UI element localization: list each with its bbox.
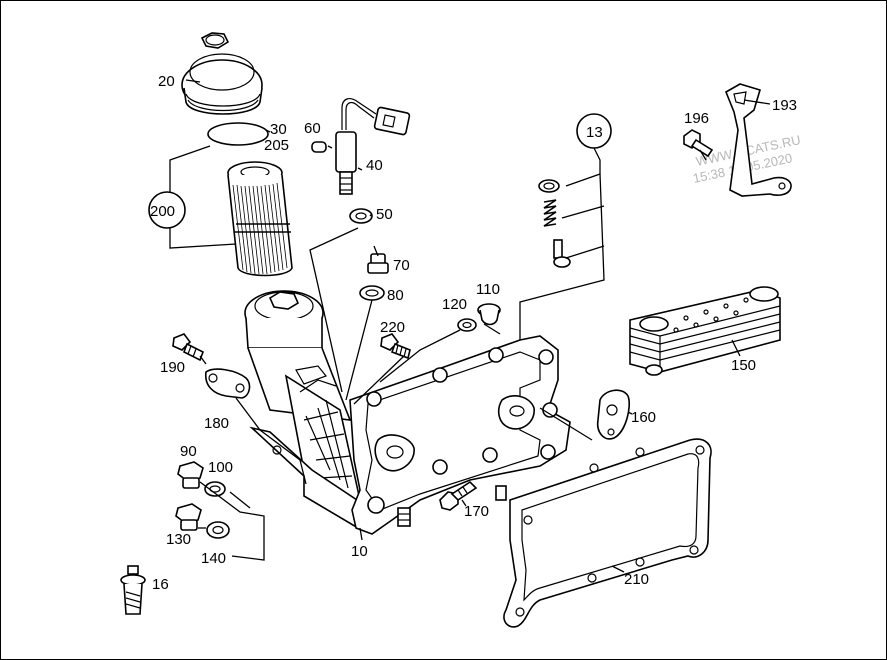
label-10[interactable]: 10 xyxy=(351,543,368,560)
part-205-filter-element[interactable] xyxy=(227,161,293,277)
label-40[interactable]: 40 xyxy=(366,157,383,174)
part-190-bolt[interactable] xyxy=(172,333,205,362)
label-200[interactable]: 200 xyxy=(150,203,175,220)
part-16-valve[interactable] xyxy=(120,565,146,615)
label-205[interactable]: 205 xyxy=(264,137,289,154)
part-90-plug[interactable] xyxy=(177,461,204,489)
part-130-plug[interactable] xyxy=(175,503,202,531)
part-30-o-ring[interactable] xyxy=(207,122,269,146)
label-170[interactable]: 170 xyxy=(464,503,489,520)
label-140[interactable]: 140 xyxy=(201,550,226,567)
part-20-filter-cap[interactable] xyxy=(181,32,263,115)
part-140-seal[interactable] xyxy=(206,521,230,539)
label-60[interactable]: 60 xyxy=(304,120,321,137)
label-70[interactable]: 70 xyxy=(393,257,410,274)
part-150-oil-cooler[interactable] xyxy=(629,286,781,376)
part-labels: 20 30 205 200 60 40 50 70 80 110 120 220… xyxy=(150,73,797,593)
label-130[interactable]: 130 xyxy=(166,531,191,548)
label-210[interactable]: 210 xyxy=(624,571,649,588)
part-193-bracket[interactable] xyxy=(724,83,792,197)
label-160[interactable]: 160 xyxy=(631,409,656,426)
part-120-washer[interactable] xyxy=(457,318,477,332)
part-220-bolt[interactable] xyxy=(380,333,411,360)
label-50[interactable]: 50 xyxy=(376,206,393,223)
part-170-bolt[interactable] xyxy=(439,480,478,511)
part-60-pin[interactable] xyxy=(311,141,327,153)
label-193[interactable]: 193 xyxy=(772,97,797,114)
label-30[interactable]: 30 xyxy=(270,121,287,138)
label-180[interactable]: 180 xyxy=(204,415,229,432)
part-196-bolt[interactable] xyxy=(683,129,714,158)
filter-pleats xyxy=(232,182,288,275)
part-180-gasket[interactable] xyxy=(204,368,251,399)
part-210-gasket[interactable] xyxy=(503,438,712,628)
label-100[interactable]: 100 xyxy=(208,459,233,476)
part-70-plug[interactable] xyxy=(367,253,389,274)
label-80[interactable]: 80 xyxy=(387,287,404,304)
label-20[interactable]: 20 xyxy=(158,73,175,90)
part-13-relief-valve-set[interactable] xyxy=(538,179,571,268)
part-110-plug[interactable] xyxy=(477,303,501,326)
part-50-seal[interactable] xyxy=(349,208,373,224)
label-110[interactable]: 110 xyxy=(476,281,500,298)
label-196[interactable]: 196 xyxy=(684,110,709,127)
leader-lines xyxy=(185,79,771,573)
part-80-washer[interactable] xyxy=(359,285,385,301)
label-90[interactable]: 90 xyxy=(180,443,197,460)
label-150[interactable]: 150 xyxy=(731,357,756,374)
label-16[interactable]: 16 xyxy=(152,576,169,593)
part-10-filter-housing[interactable] xyxy=(244,290,571,535)
label-120[interactable]: 120 xyxy=(442,296,467,313)
group-200-bracket xyxy=(148,145,237,249)
part-160-gasket[interactable] xyxy=(596,389,630,440)
label-220[interactable]: 220 xyxy=(380,319,405,336)
part-40-pressure-sensor[interactable] xyxy=(335,98,411,195)
group-13-bracket xyxy=(519,113,612,340)
label-190[interactable]: 190 xyxy=(160,359,185,376)
label-13[interactable]: 13 xyxy=(586,124,603,141)
